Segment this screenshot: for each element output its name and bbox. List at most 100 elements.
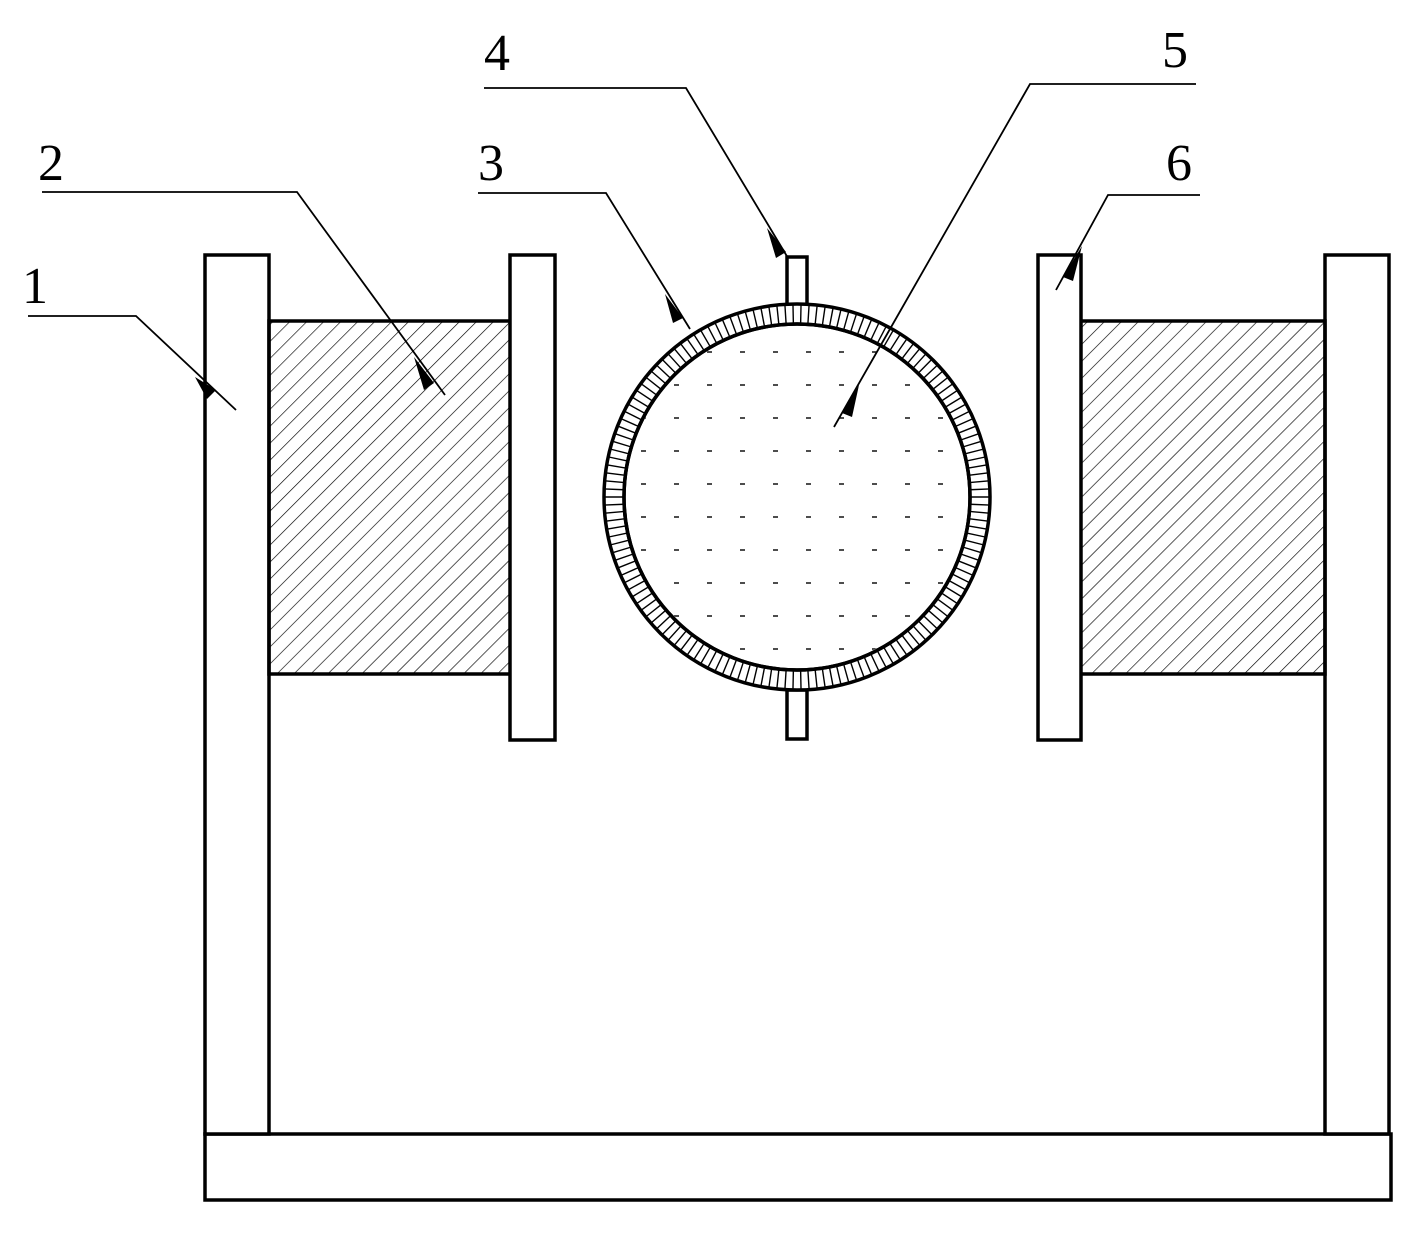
ring-tick	[807, 304, 810, 325]
ring-tick	[784, 669, 787, 690]
ring-tick	[922, 364, 939, 380]
ring-tick	[721, 318, 731, 338]
bottom-pin	[785, 688, 809, 741]
ring-tick	[604, 488, 625, 491]
ring-tick	[901, 634, 915, 652]
ring-tick	[951, 410, 971, 421]
leader-5	[833, 83, 1196, 428]
leader-1	[28, 315, 237, 411]
ring-tick	[967, 525, 988, 530]
ring-tick	[620, 417, 640, 428]
ring-tick	[967, 464, 988, 469]
ring-tick	[821, 668, 826, 689]
label-1: 1	[22, 258, 48, 315]
ring-tick	[605, 472, 626, 477]
ring-tick	[901, 342, 915, 360]
ring-tick	[835, 308, 842, 329]
ring-tick	[631, 396, 650, 408]
ring-tick	[960, 553, 980, 562]
ring-tick	[912, 353, 927, 369]
ring-tick	[870, 322, 880, 341]
ring-tick	[882, 646, 895, 665]
ring-tick	[828, 307, 834, 328]
ring-tick	[814, 668, 818, 690]
ring-tick	[679, 342, 693, 360]
ring-tick	[870, 653, 880, 672]
ring-tick	[962, 440, 982, 448]
ring-tick	[964, 539, 985, 546]
ring-tick	[640, 598, 658, 612]
ring-tick	[906, 629, 921, 647]
ring-tick	[863, 656, 873, 676]
ring-tick	[807, 669, 810, 690]
ring-tick	[623, 573, 643, 584]
ring-tick	[608, 456, 628, 462]
ring-tick	[969, 488, 990, 491]
ring-tick	[876, 649, 888, 669]
ring-tick	[969, 503, 990, 506]
label-3: 3	[478, 135, 504, 192]
ring-tick	[631, 586, 650, 598]
ring-tick	[957, 560, 977, 569]
ring-tick	[627, 579, 646, 591]
ring-tick	[650, 370, 667, 385]
ring-tick	[606, 464, 627, 469]
ring-tick	[944, 396, 963, 408]
ring-tick	[784, 304, 787, 325]
ring-tick	[932, 376, 949, 391]
ring-tick	[612, 440, 632, 448]
ring-tick	[927, 609, 944, 624]
ring-tick	[729, 658, 738, 679]
ring-tick	[968, 472, 989, 477]
right-hatched-block	[1078, 319, 1327, 676]
ring-tick	[944, 586, 963, 598]
ring-tick	[940, 592, 959, 605]
ring-tick	[620, 566, 640, 577]
ring-tick	[714, 653, 724, 672]
left-hatched-block	[267, 319, 514, 676]
ring-tick	[686, 338, 699, 356]
ring-tick	[635, 389, 654, 402]
ring-tick	[606, 525, 627, 530]
ring-tick	[966, 456, 986, 462]
ring-tick	[655, 614, 672, 630]
ring-tick	[835, 665, 842, 686]
inner-sphere	[626, 326, 968, 668]
ring-tick	[969, 480, 990, 484]
ring-tick	[912, 625, 927, 641]
ring-tick	[895, 338, 908, 356]
leader-4	[484, 87, 789, 259]
ring-tick	[627, 403, 646, 415]
top-pin	[785, 255, 809, 307]
label-2: 2	[38, 135, 64, 192]
ring-tick	[964, 448, 985, 455]
ring-tick	[729, 315, 738, 336]
ring-tick	[640, 382, 658, 396]
ring-tick	[940, 389, 959, 402]
ring-tick	[667, 625, 682, 641]
ring-tick	[957, 425, 977, 434]
ring-tick	[906, 347, 921, 365]
ring-tick	[635, 592, 654, 605]
ring-tick	[655, 364, 672, 380]
ring-tick	[714, 322, 724, 341]
ring-tick	[954, 417, 974, 428]
ring-tick	[842, 310, 850, 331]
ring-tick	[736, 661, 745, 681]
ring-tick	[760, 307, 766, 328]
ring-tick	[814, 304, 818, 326]
ring-tick	[962, 546, 982, 554]
ring-tick	[776, 304, 780, 326]
ring-tick	[849, 313, 858, 333]
ring-tick	[927, 370, 944, 385]
ring-tick	[686, 638, 699, 656]
ring-tick	[692, 642, 705, 661]
ring-tick	[744, 663, 752, 684]
ring-tick	[821, 305, 826, 326]
ring-tick	[856, 315, 865, 336]
ring-tick	[882, 329, 895, 348]
leader-2	[42, 191, 446, 396]
ring-tick	[605, 517, 626, 522]
leader-3	[478, 192, 691, 330]
ring-tick	[744, 310, 752, 331]
